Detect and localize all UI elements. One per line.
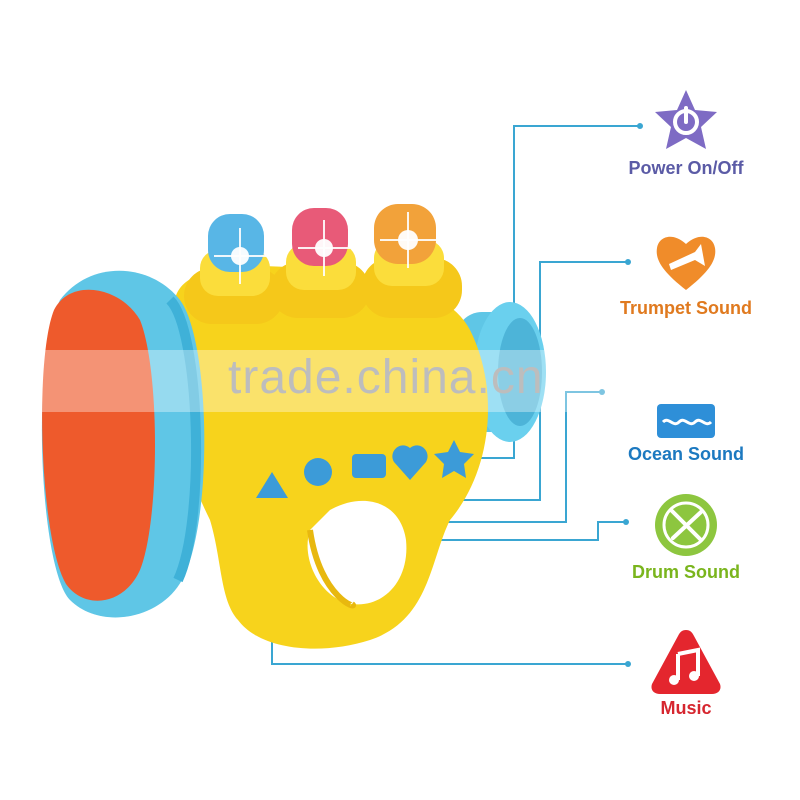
ocean-button xyxy=(352,454,386,478)
feature-label: Ocean Sound xyxy=(627,444,744,464)
bell-inner xyxy=(42,289,155,601)
drum-button xyxy=(304,458,332,486)
feature-ocean: Ocean Sound xyxy=(596,398,776,465)
toy-lights xyxy=(208,204,436,284)
power-button xyxy=(434,440,474,478)
music-button xyxy=(256,472,288,498)
connector-dots xyxy=(599,123,643,667)
feature-drum: Drum Sound xyxy=(596,490,776,583)
toy-buttons xyxy=(256,440,474,498)
feature-power: Power On/Off xyxy=(596,86,776,179)
watermark-band xyxy=(0,350,800,412)
watermark-text: trade.china.cn xyxy=(228,351,544,404)
feature-label: Drum Sound xyxy=(632,562,740,582)
feature-music: Music xyxy=(596,626,776,719)
trumpet-toy xyxy=(169,240,546,649)
trumpet-heart-icon xyxy=(656,236,716,290)
toy-body xyxy=(169,266,489,649)
ocean-wave-icon xyxy=(657,404,715,438)
music-note-triangle-icon xyxy=(651,630,721,694)
red-light xyxy=(292,208,348,266)
feature-trumpet: Trumpet Sound xyxy=(596,226,776,319)
connector-power xyxy=(462,125,640,459)
feature-label: Trumpet Sound xyxy=(620,298,752,318)
drum-circle-icon xyxy=(655,494,717,556)
blue-light xyxy=(208,214,264,272)
handle-hole xyxy=(307,500,407,605)
feature-label: Power On/Off xyxy=(628,158,744,178)
power-star-icon xyxy=(655,90,717,149)
feature-label: Music xyxy=(660,698,712,718)
trumpet-bell xyxy=(41,270,205,618)
trumpet-button xyxy=(392,445,428,480)
